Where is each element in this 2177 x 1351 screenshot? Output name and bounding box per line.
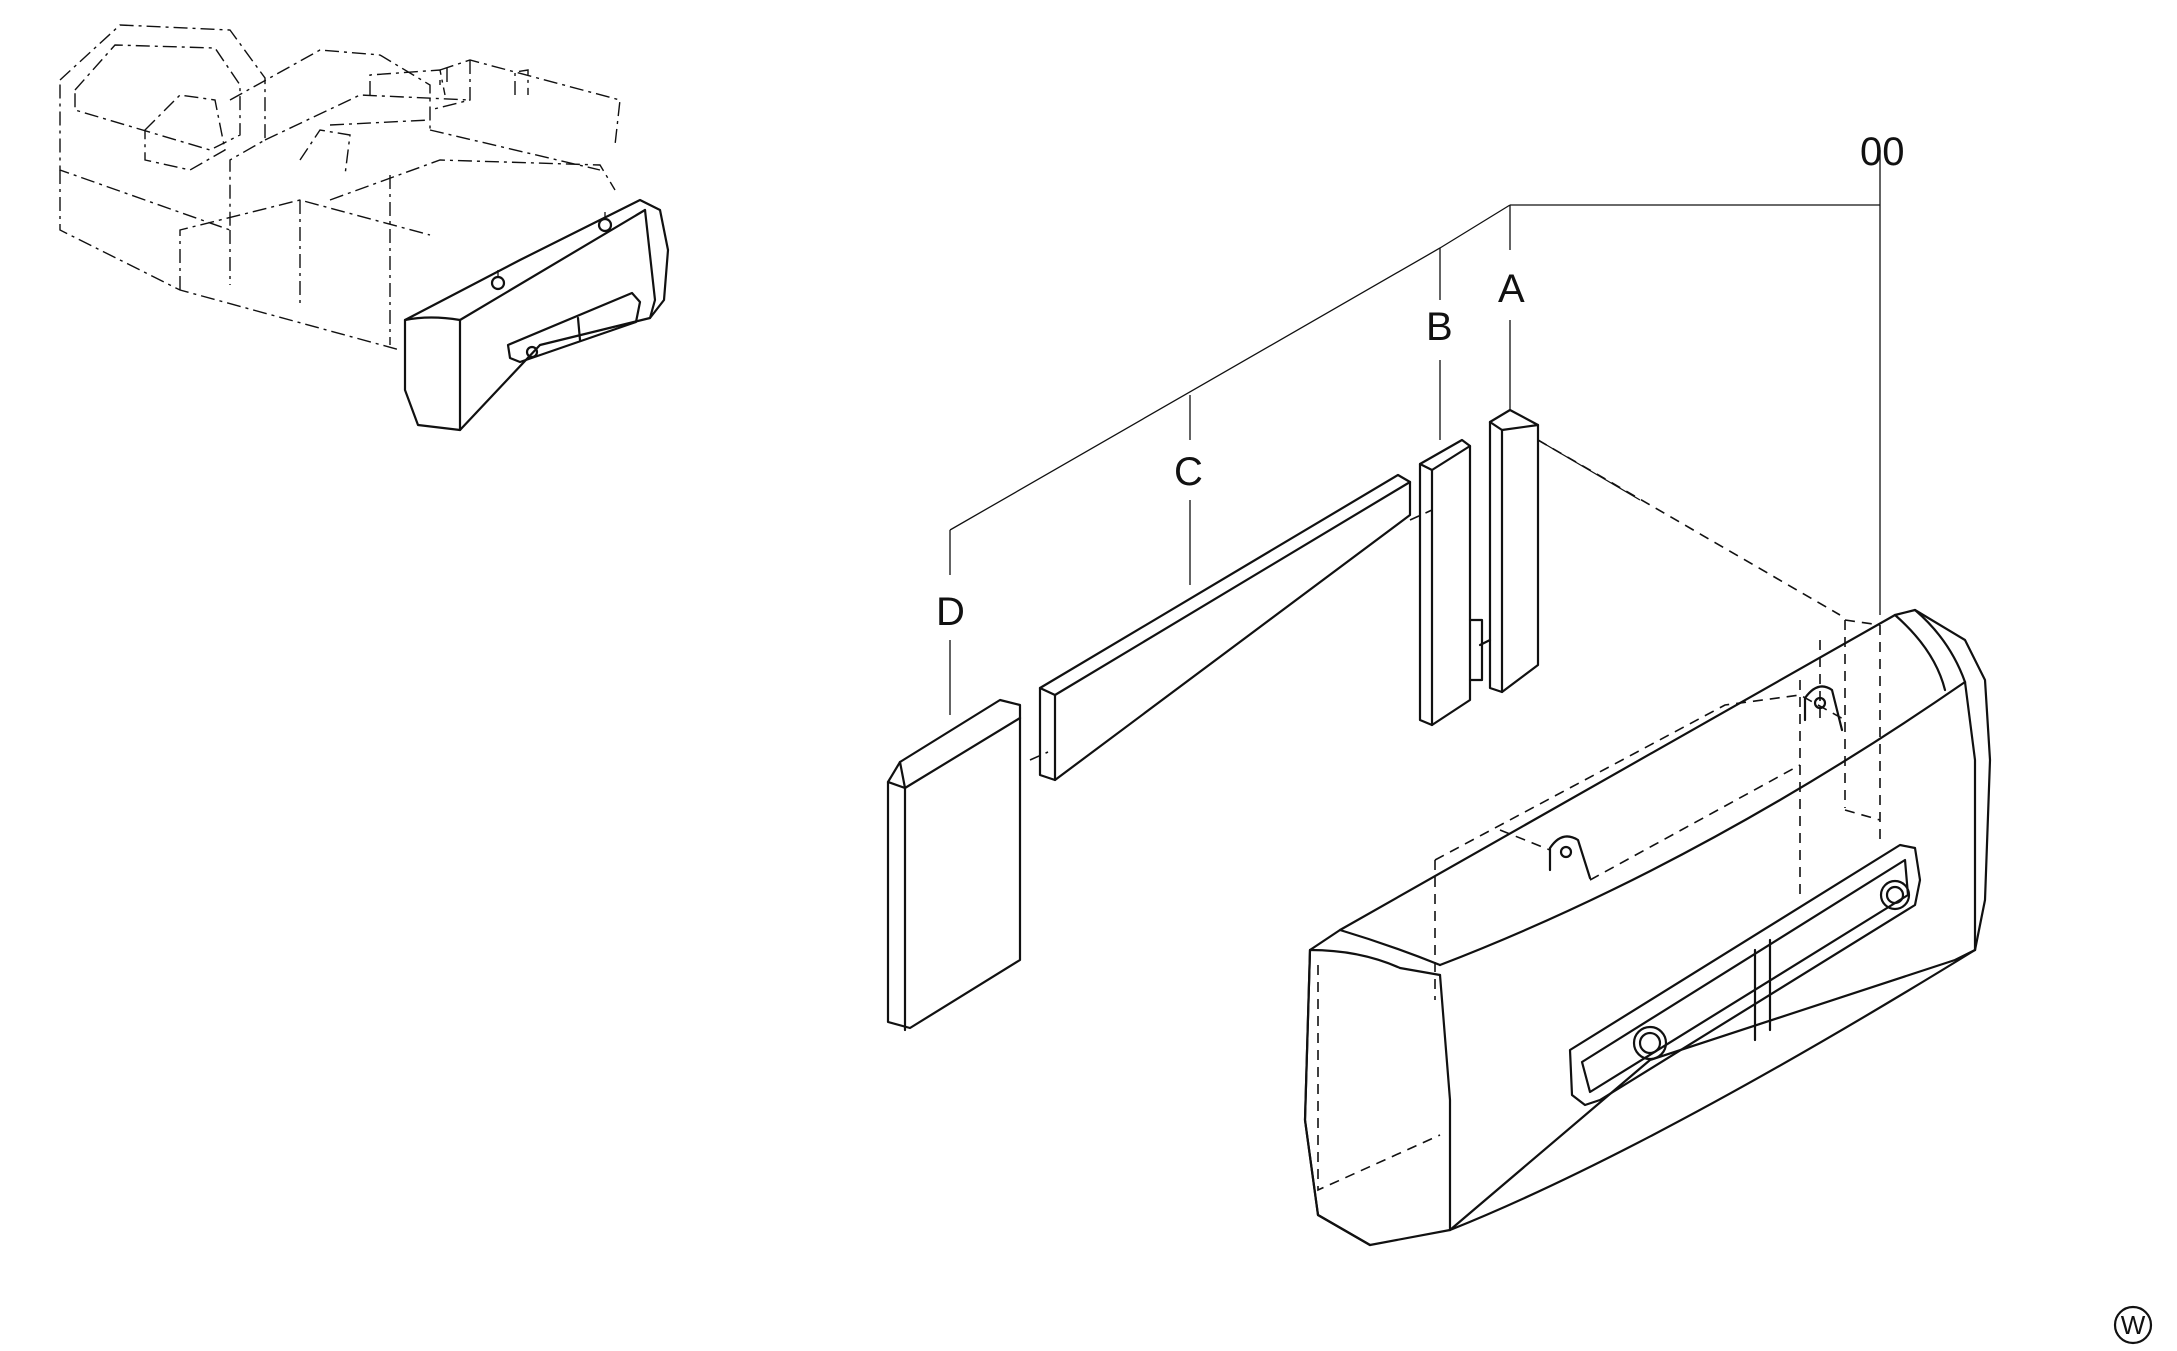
label-part-d: D: [936, 590, 965, 634]
leader-lines: [949, 150, 1881, 715]
label-assembly-00: 00: [1860, 130, 1905, 174]
excavator-overview: [59, 24, 670, 432]
part-d-plate: [886, 698, 1022, 1032]
label-part-b: B: [1426, 305, 1453, 349]
part-c-plate: [1038, 473, 1412, 782]
label-part-c: C: [1174, 450, 1203, 494]
label-part-a: A: [1498, 267, 1525, 311]
corner-mark-circle: [2113, 1305, 2153, 1345]
corner-mark: W: [2113, 1305, 2153, 1345]
part-a-plate: [1478, 408, 1540, 694]
counterweight-body: [1303, 608, 1992, 1247]
corner-mark-letter: W: [2121, 1310, 2146, 1340]
part-b-plate: [1418, 438, 1484, 727]
assembly-hint-lines: [1029, 439, 1841, 761]
